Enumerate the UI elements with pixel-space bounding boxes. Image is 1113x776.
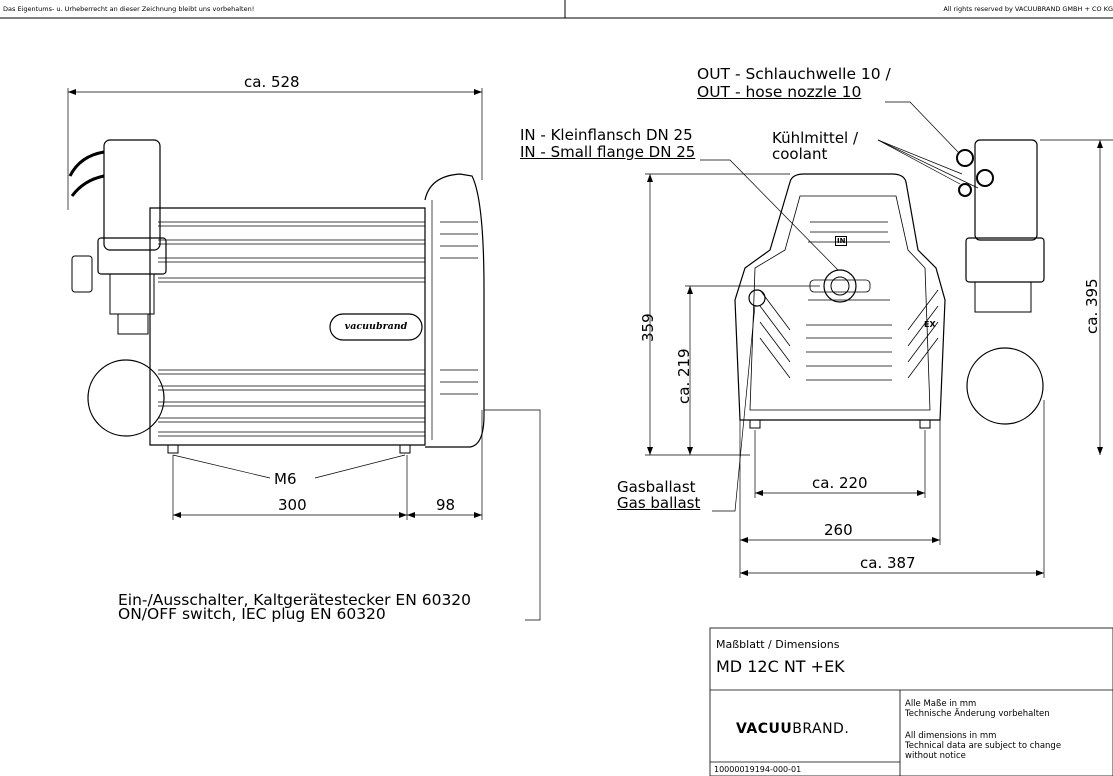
- coolant-label-de: Kühlmittel /: [772, 129, 859, 147]
- gas-ballast-label-en: Gas ballast: [617, 494, 701, 512]
- dim-base-width-label: 260: [824, 521, 853, 539]
- note-de-1: Alle Maße in mm: [905, 699, 977, 709]
- pump-front-view: [645, 101, 1113, 578]
- note-en-3: without notice: [905, 751, 966, 761]
- title-block-frame: [709, 627, 1113, 776]
- header-ownership-note: Das Eigentums- u. Urheberrecht an dieser…: [3, 5, 255, 13]
- logo-light-part: BRAND.: [792, 721, 850, 737]
- sheet-type-label: Maßblatt / Dimensions: [716, 638, 840, 651]
- dim-rear-offset-label: 98: [436, 496, 456, 514]
- logo-bold-part: VACUU: [736, 721, 793, 737]
- header-rights-note: All rights reserved by VACUUBRAND GMBH +…: [943, 5, 1113, 13]
- dim-thread-label: M6: [274, 470, 297, 488]
- coolant-label-en: coolant: [772, 145, 828, 163]
- separator-flask: [87, 359, 165, 437]
- document-number: 10000019194-000-01: [714, 765, 802, 774]
- gas-ballast-label-de: Gasballast: [617, 478, 696, 496]
- brand-badge-label: vacuubrand: [344, 321, 408, 332]
- pump-side-view: [67, 88, 541, 621]
- note-de-2: Technische Änderung vorbehalten: [905, 709, 1050, 719]
- note-en-1: All dimensions in mm: [905, 731, 997, 741]
- inlet-marker: IN: [835, 236, 848, 246]
- dim-inlet-height-label: ca. 219: [675, 348, 693, 404]
- switch-note-en: ON/OFF switch, IEC plug EN 60320: [118, 605, 386, 623]
- inlet-flange: [823, 269, 857, 303]
- gas-ballast-knob: [748, 289, 766, 307]
- inlet-label-de: IN - Kleinflansch DN 25: [520, 126, 693, 144]
- front-separator-flask: [966, 347, 1044, 425]
- dim-total-width-label: ca. 387: [860, 554, 916, 572]
- dim-feet-width-label: ca. 220: [812, 474, 868, 492]
- header-frame: [0, 0, 1113, 19]
- note-en-2: Technical data are subject to change: [905, 741, 1062, 751]
- vacuubrand-logo: VACUUBRAND.: [736, 721, 849, 737]
- inlet-label-en: IN - Small flange DN 25: [520, 143, 696, 161]
- model-name: MD 12C NT +EK: [716, 657, 845, 676]
- switch-note-de: Ein-/Ausschalter, Kaltgerätestecker EN 6…: [118, 591, 472, 609]
- outlet-label-en: OUT - hose nozzle 10: [697, 83, 862, 101]
- dim-feet-spacing-label: 300: [278, 496, 307, 514]
- dim-height-label: 359: [639, 313, 657, 342]
- dim-total-height-label: ca. 395: [1083, 278, 1101, 334]
- ex-marker: EX: [924, 320, 936, 329]
- dim-width-label: ca. 528: [244, 73, 300, 91]
- brand-badge-outline: [329, 313, 423, 341]
- outlet-label-de: OUT - Schlauchwelle 10 /: [697, 65, 891, 83]
